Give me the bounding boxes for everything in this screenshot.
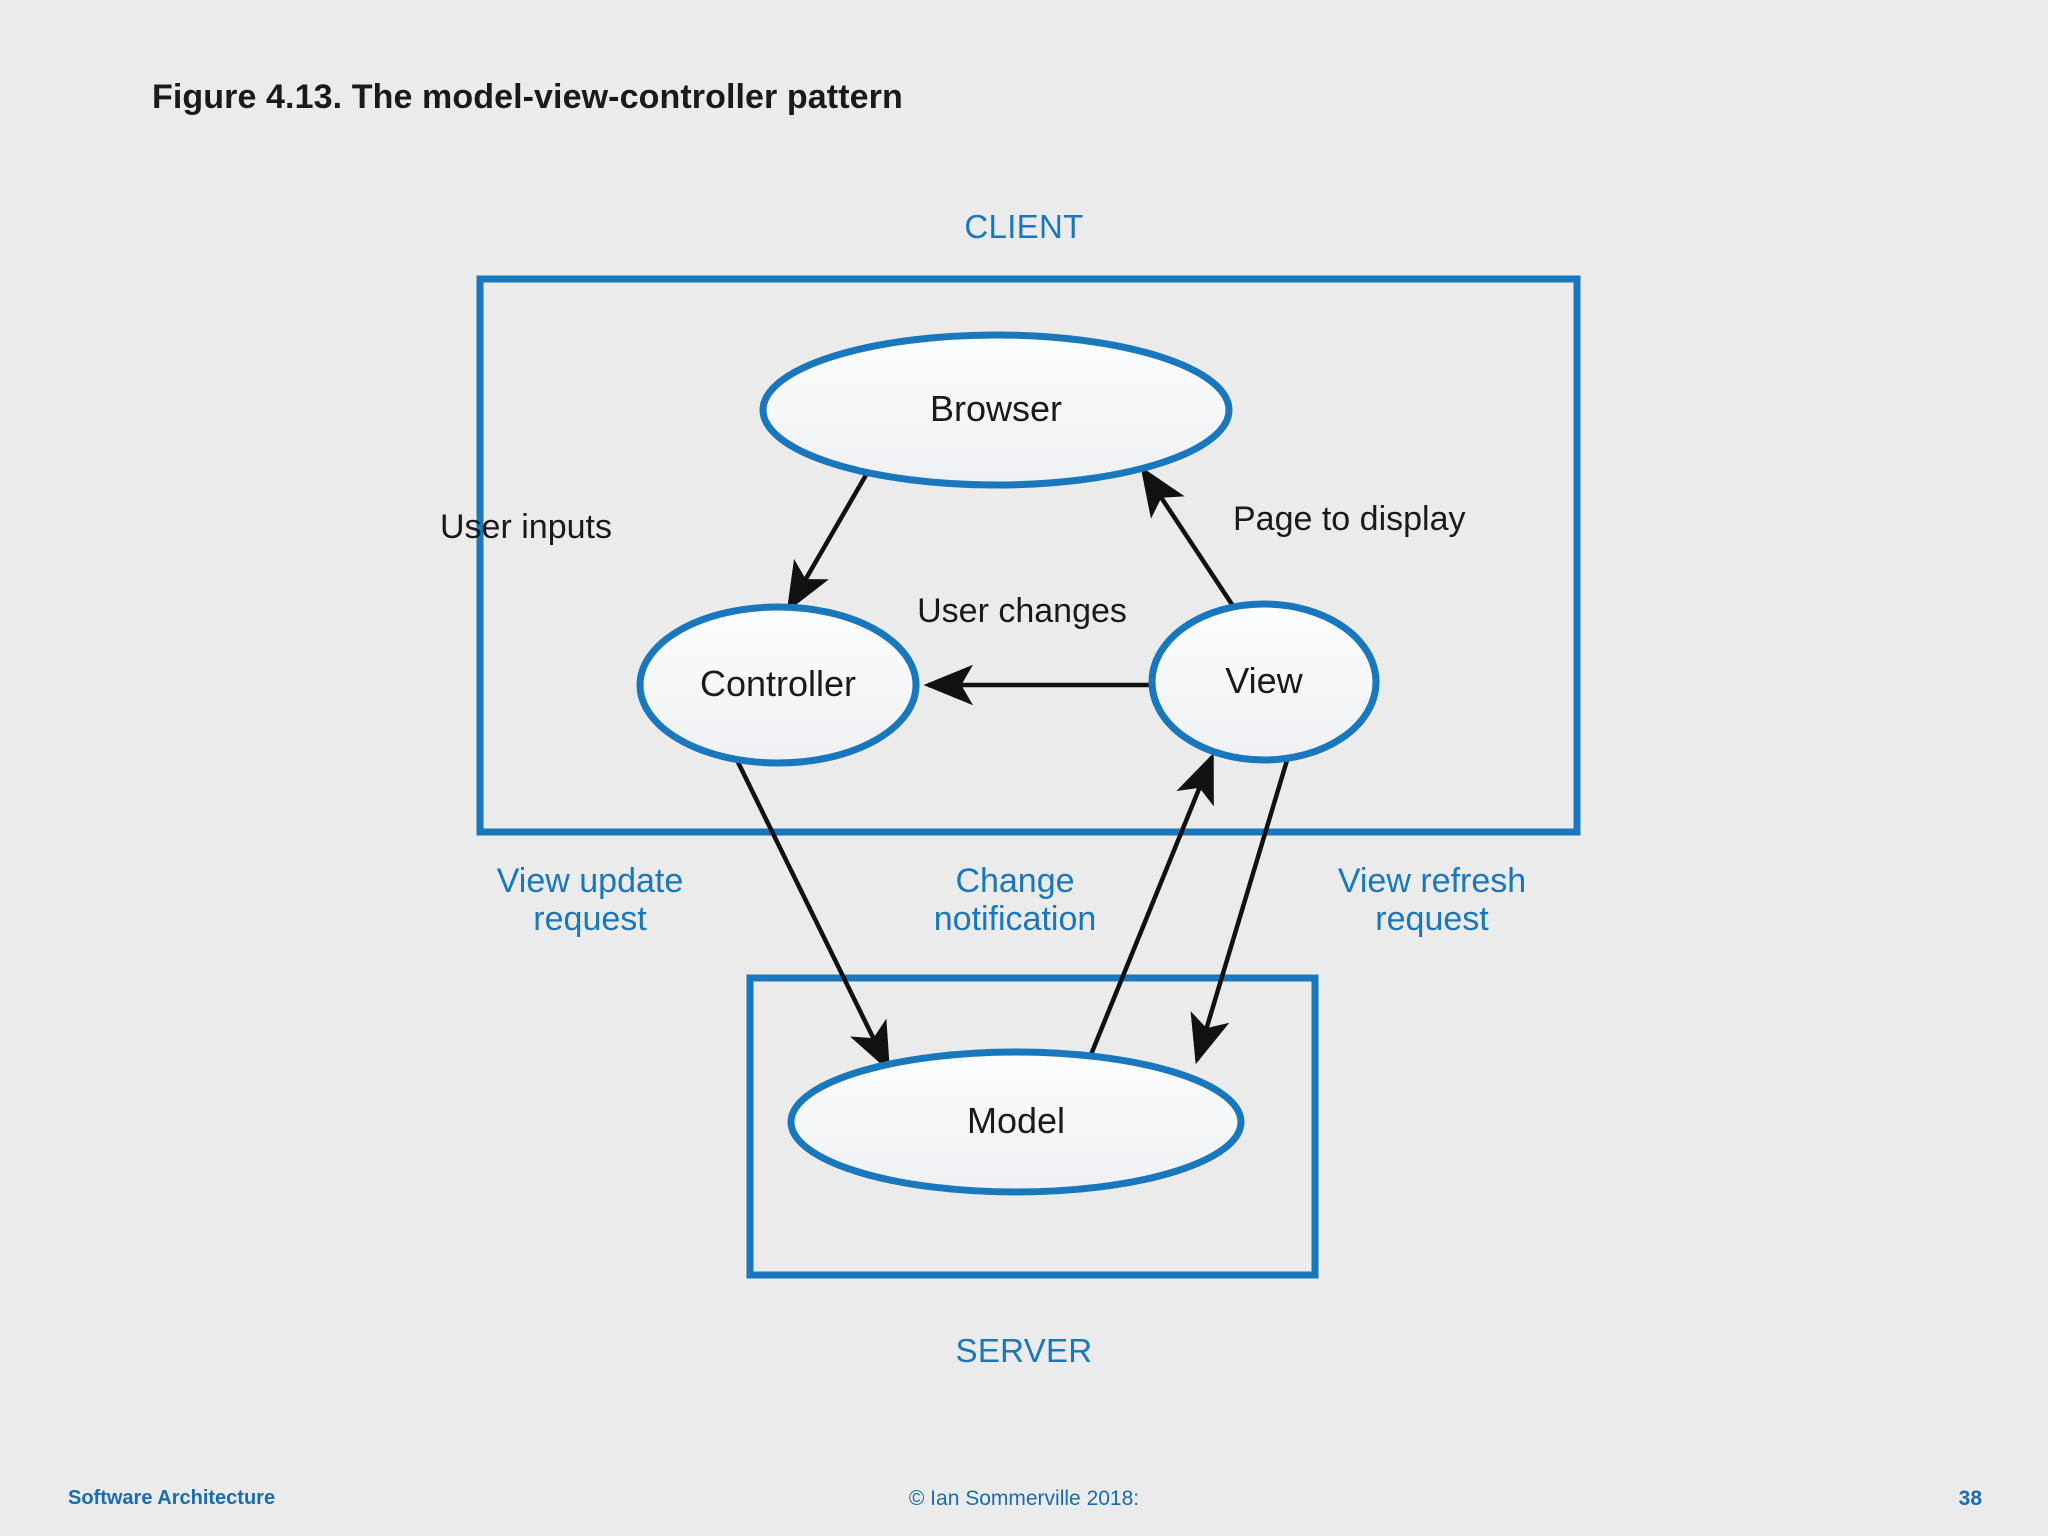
node-browser[interactable] <box>759 331 1233 489</box>
edge-label-line-1: View refresh <box>1337 862 1527 900</box>
edge-label-change-notification: Change notification <box>860 862 1170 938</box>
edge-view-refresh-request <box>1190 756 1291 1065</box>
edge-label-line-1: View update <box>496 862 684 900</box>
node-label-browser: Browser <box>929 388 1063 429</box>
node-view[interactable] <box>1148 600 1380 764</box>
page-title: Figure 4.13. The model-view-controller p… <box>152 78 903 116</box>
node-model[interactable] <box>787 1048 1245 1196</box>
edge-label-user-inputs: User inputs <box>440 508 612 546</box>
node-label-controller: Controller <box>699 663 857 704</box>
edge-label-line-2: request <box>1375 900 1489 939</box>
footer-page-number: 38 <box>1958 1487 1982 1510</box>
client-zone-label: CLIENT <box>964 208 1084 245</box>
edge-label-line-1: Change <box>955 862 1075 900</box>
node-label-model: Model <box>966 1100 1066 1141</box>
edge-change-notification <box>1085 752 1215 1063</box>
edge-label-page-to-display: Page to display <box>1233 500 1466 538</box>
edge-user-inputs <box>786 473 868 612</box>
edge-label-line-2: notification <box>933 900 1097 939</box>
node-controller[interactable] <box>636 603 920 767</box>
edge-label-line-2: request <box>533 900 647 939</box>
node-label-view: View <box>1225 660 1303 701</box>
edge-view-update-request <box>730 751 891 1073</box>
edge-label-view-update-request: View update request <box>420 862 760 938</box>
edge-label-view-refresh-request: View refresh request <box>1262 862 1602 938</box>
footer-course-label: Software Architecture <box>68 1487 276 1509</box>
footer-copyright: © Ian Sommerville 2018: <box>908 1487 1140 1510</box>
edge-label-user-changes: User changes <box>917 592 1127 630</box>
edge-page-to-display <box>1140 466 1239 614</box>
server-zone-box <box>746 974 1319 1279</box>
client-zone-box <box>476 275 1581 836</box>
slide-footer: Software Architecture © Ian Sommerville … <box>0 1487 2048 1527</box>
server-zone-label: SERVER <box>955 1332 1093 1369</box>
